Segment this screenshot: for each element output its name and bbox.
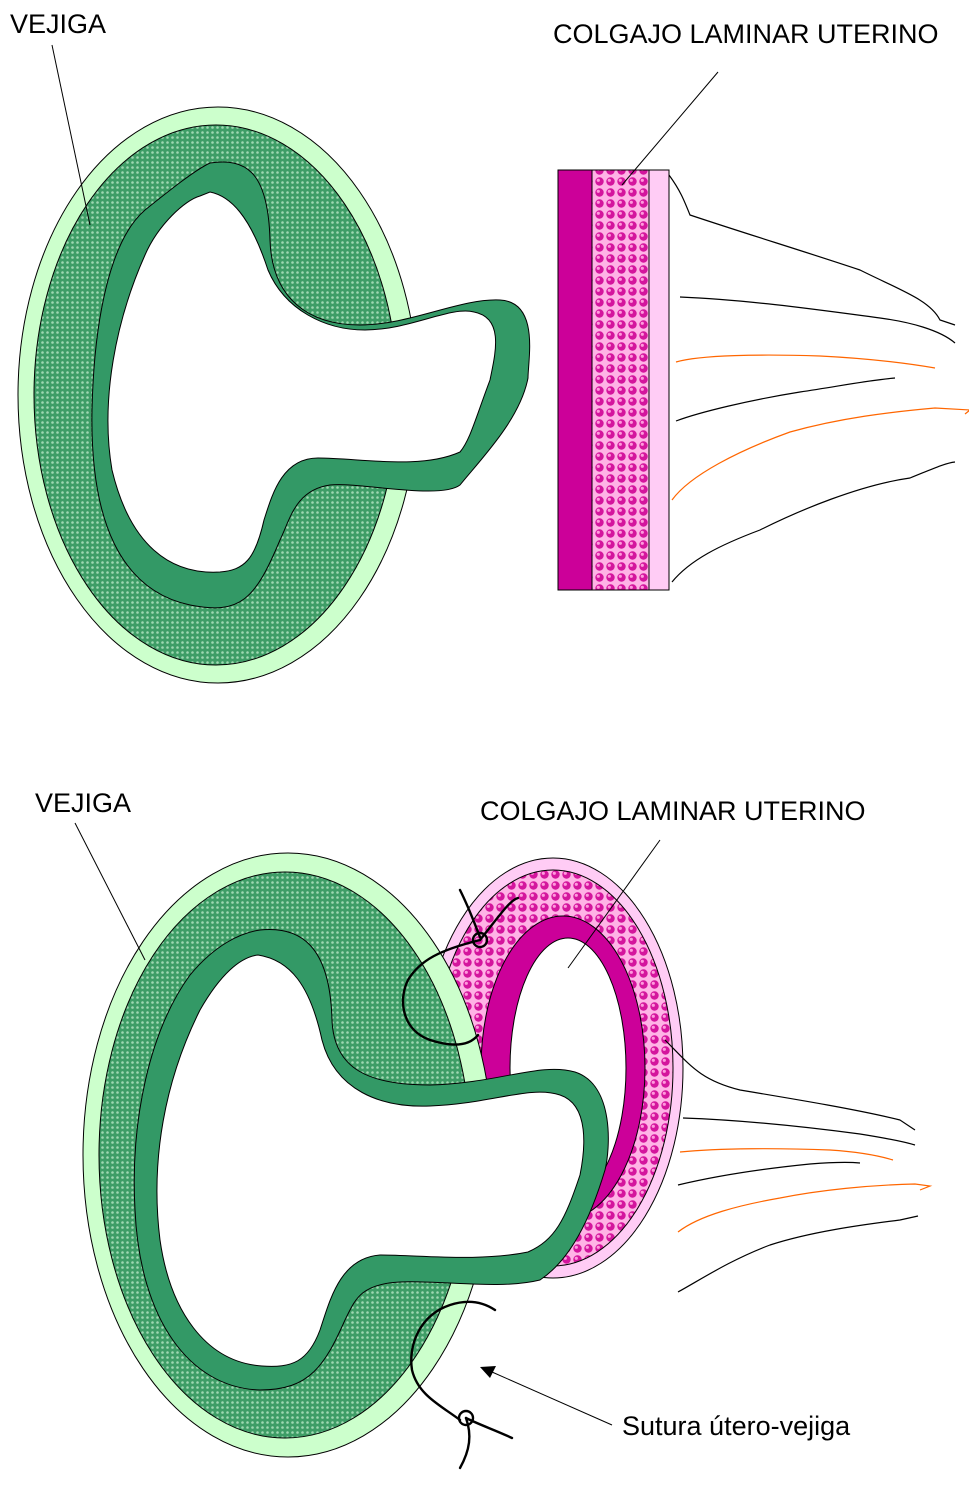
vessel-black bbox=[672, 462, 955, 582]
top-panel: VEJIGA COLGAJO LAMINAR UTERINO bbox=[10, 9, 969, 683]
label-vejiga: VEJIGA bbox=[10, 9, 106, 39]
label-colgajo: COLGAJO LAMINAR UTERINO bbox=[480, 796, 866, 826]
vessel-black bbox=[676, 378, 895, 421]
vessel-black bbox=[669, 175, 955, 325]
vessel-black bbox=[680, 297, 955, 343]
vessels-top bbox=[669, 175, 969, 582]
vessel-black bbox=[678, 1216, 918, 1292]
leader-line-bladder bbox=[52, 45, 90, 225]
label-vejiga: VEJIGA bbox=[35, 788, 131, 818]
bladder-top bbox=[18, 107, 530, 683]
suture-arrow-line bbox=[492, 1372, 612, 1425]
vessel-orange bbox=[672, 408, 969, 500]
leader-line-bladder bbox=[75, 823, 145, 960]
vessel-orange bbox=[680, 1149, 893, 1160]
label-sutura: Sutura útero-vejiga bbox=[622, 1411, 851, 1441]
flap-dark-layer bbox=[558, 170, 592, 590]
vessels-bottom bbox=[665, 1040, 930, 1292]
vessel-black bbox=[683, 1118, 915, 1145]
bottom-panel: VEJIGA COLGAJO LAMINAR UTERINO Sutura út… bbox=[35, 788, 930, 1468]
flap-dotted-layer bbox=[592, 170, 649, 590]
label-colgajo: COLGAJO LAMINAR UTERINO bbox=[553, 19, 939, 49]
leader-line-flap bbox=[622, 72, 718, 185]
uterine-flap-top bbox=[558, 170, 669, 590]
vessel-orange bbox=[678, 1184, 930, 1232]
vessel-black bbox=[678, 1162, 860, 1185]
flap-light-layer bbox=[649, 170, 669, 590]
suture-arrow-head bbox=[480, 1366, 496, 1378]
vessel-orange bbox=[676, 355, 935, 368]
vessel-black bbox=[665, 1040, 915, 1130]
